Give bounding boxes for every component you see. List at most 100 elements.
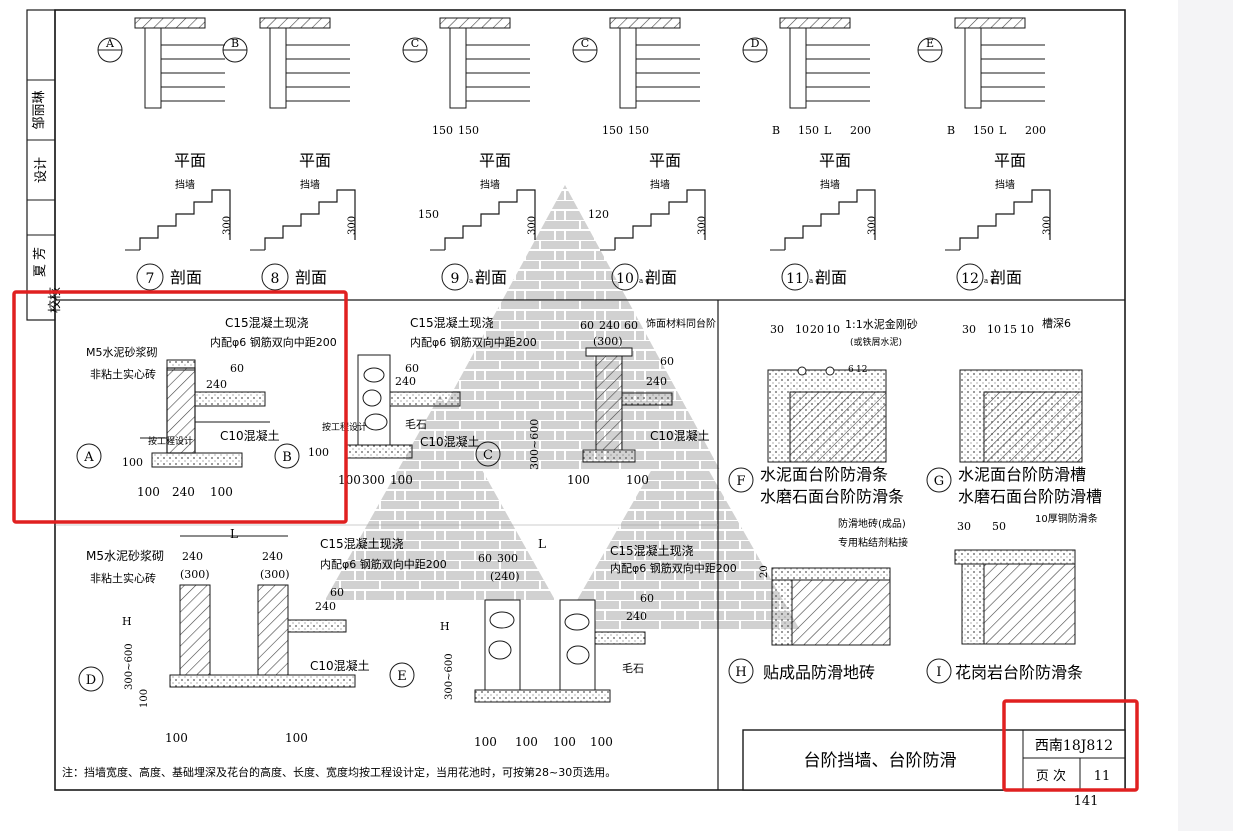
e-range: 300~600 (444, 653, 455, 700)
top-h-6: 300 (1042, 216, 1053, 235)
c2-d2: 240 (599, 319, 620, 332)
a-mark: A (83, 450, 94, 465)
g-label1: 水泥面台阶防滑槽 (958, 465, 1086, 484)
d-100: 100 (139, 689, 150, 708)
top-section-3: 剖面 (475, 268, 507, 287)
detail-e: 60 300 (240) L C15混凝土现浇 内配φ6 钢筋双向中距200 2… (389, 537, 737, 749)
footnote: 注：挡墙宽度、高度、基础埋深及花台的高度、长度、宽度均按工程设计定，当用花池时，… (62, 765, 616, 779)
c2-c10: C10混凝土 (650, 428, 710, 443)
g-mark: G (934, 474, 944, 489)
top-wall-1: 挡墙 (175, 178, 195, 191)
a-c10: C10混凝土 (220, 428, 280, 443)
detail-a: C15混凝土现浇 内配φ6 钢筋双向中距200 M5水泥砂浆砌 非粘土实心砖 C… (76, 315, 337, 499)
c2-d3: 60 (624, 319, 638, 332)
detail-c2: 60 240 60 饰面材料同台阶 (300) 240 60 C10混凝土 30… (528, 317, 716, 487)
h-note1: 防滑地砖(成品) (838, 517, 906, 530)
top-top-3: 150 (418, 208, 439, 221)
d-H: H (122, 615, 132, 628)
c-240: 240 (395, 375, 416, 388)
detail-g: 30 10 15 10 槽深6 G 水泥面台阶防滑槽 水磨石面台阶防滑槽 (926, 317, 1102, 506)
g-note: 槽深6 (1042, 317, 1071, 330)
top-section-no-4: 10 (616, 271, 634, 287)
top-mark-2: B (231, 37, 239, 50)
side-design: 设计 (34, 157, 49, 183)
top-mark-1: A (105, 37, 115, 50)
g-label2: 水磨石面台阶防滑槽 (958, 487, 1102, 506)
top-plan-2: 平面 (299, 151, 331, 170)
detail-h: 防滑地砖(成品) 专用粘结剂粘接 20 H 贴成品防滑地砖 (728, 517, 908, 684)
top-dim-4-1: 150 (628, 124, 649, 137)
a-b1: 100 (137, 485, 160, 499)
d-b2: 100 (285, 731, 308, 745)
top-dim-3-1: 150 (458, 124, 479, 137)
e-d1: 60 (478, 552, 492, 565)
page-label: 页 次 (1036, 768, 1066, 784)
top-mark-5: D (751, 37, 760, 50)
f-note2: (或铁屑水泥) (850, 336, 902, 348)
e-L: L (538, 537, 546, 551)
detail-f: 30 10 20 10 1:1水泥金刚砂 (或铁屑水泥) 6 12 F 水泥面台… (728, 317, 918, 506)
top-section-sub-4: a d (639, 277, 650, 285)
g-d1: 30 (962, 323, 976, 336)
top-wall-2: 挡墙 (300, 178, 320, 191)
f-note1: 1:1水泥金刚砂 (845, 317, 918, 331)
page-number: 141 (1074, 794, 1099, 809)
top-section-sub-6: a d (984, 277, 995, 285)
e-c15: C15混凝土现浇 (610, 543, 694, 558)
top-plan-5: 平面 (819, 151, 851, 170)
d-brick: 非粘土实心砖 (90, 571, 156, 585)
d-mark: D (86, 673, 96, 688)
top-plan-6: 平面 (994, 151, 1026, 170)
e-240: 240 (626, 610, 647, 623)
detail-i: 30 50 10厚铜防滑条 I 花岗岩台阶防滑条 (926, 512, 1098, 684)
c2-d1: 60 (580, 319, 594, 332)
f-label2: 水磨石面台阶防滑条 (760, 487, 904, 506)
a-60: 60 (230, 362, 244, 375)
a-brick: 非粘土实心砖 (90, 367, 156, 381)
d-300a: (300) (180, 568, 210, 581)
c-b1: 100 (338, 473, 361, 487)
top-dim-5-1: 150 (798, 124, 819, 137)
f-d3: 20 (810, 323, 824, 336)
h-20: 20 (759, 565, 770, 578)
e-b4: 100 (590, 735, 613, 749)
c-c15: C15混凝土现浇 (410, 315, 494, 330)
top-section-6: 剖面 (990, 268, 1022, 287)
e-d3: (240) (490, 570, 520, 583)
d-240a: 240 (182, 550, 203, 563)
g-d2: 10 (987, 323, 1001, 336)
top-dim-6-3: 200 (1025, 124, 1046, 137)
e-d2: 300 (497, 552, 518, 565)
d-rebar: 内配φ6 钢筋双向中距200 (320, 557, 447, 571)
d-b1: 100 (165, 731, 188, 745)
f-d2: 10 (795, 323, 809, 336)
top-section-no-6: 12 (961, 271, 979, 287)
top-plan-3: 平面 (479, 151, 511, 170)
a-b3: 100 (210, 485, 233, 499)
i-d1: 30 (957, 520, 971, 533)
top-section-no-1: 7 (146, 271, 155, 287)
i-d2: 50 (992, 520, 1006, 533)
c-mark: C (483, 448, 493, 463)
f-d4: 10 (826, 323, 840, 336)
d-c10: C10混凝土 (310, 658, 370, 673)
top-mark-6: E (926, 37, 934, 50)
f-6: 6 (848, 365, 854, 375)
c-60: 60 (405, 362, 419, 375)
a-c15: C15混凝土现浇 (225, 315, 309, 330)
c-b3: 100 (390, 473, 413, 487)
top-dim-6-2: L (999, 124, 1007, 137)
top-wall-3: 挡墙 (480, 178, 500, 191)
a-depth: 按工程设计 (148, 435, 193, 447)
side-name-1: 夏 芳 (33, 247, 48, 277)
d-240: 240 (315, 600, 336, 613)
detail-d: M5水泥砂浆砌 非粘土实心砖 L 240 (300) 240 (300) C15… (78, 527, 447, 745)
page-value: 11 (1094, 769, 1111, 784)
c2-b1: 100 (567, 473, 590, 487)
g-d4: 10 (1020, 323, 1034, 336)
a-240: 240 (206, 378, 227, 391)
i-label: 花岗岩台阶防滑条 (955, 663, 1083, 682)
